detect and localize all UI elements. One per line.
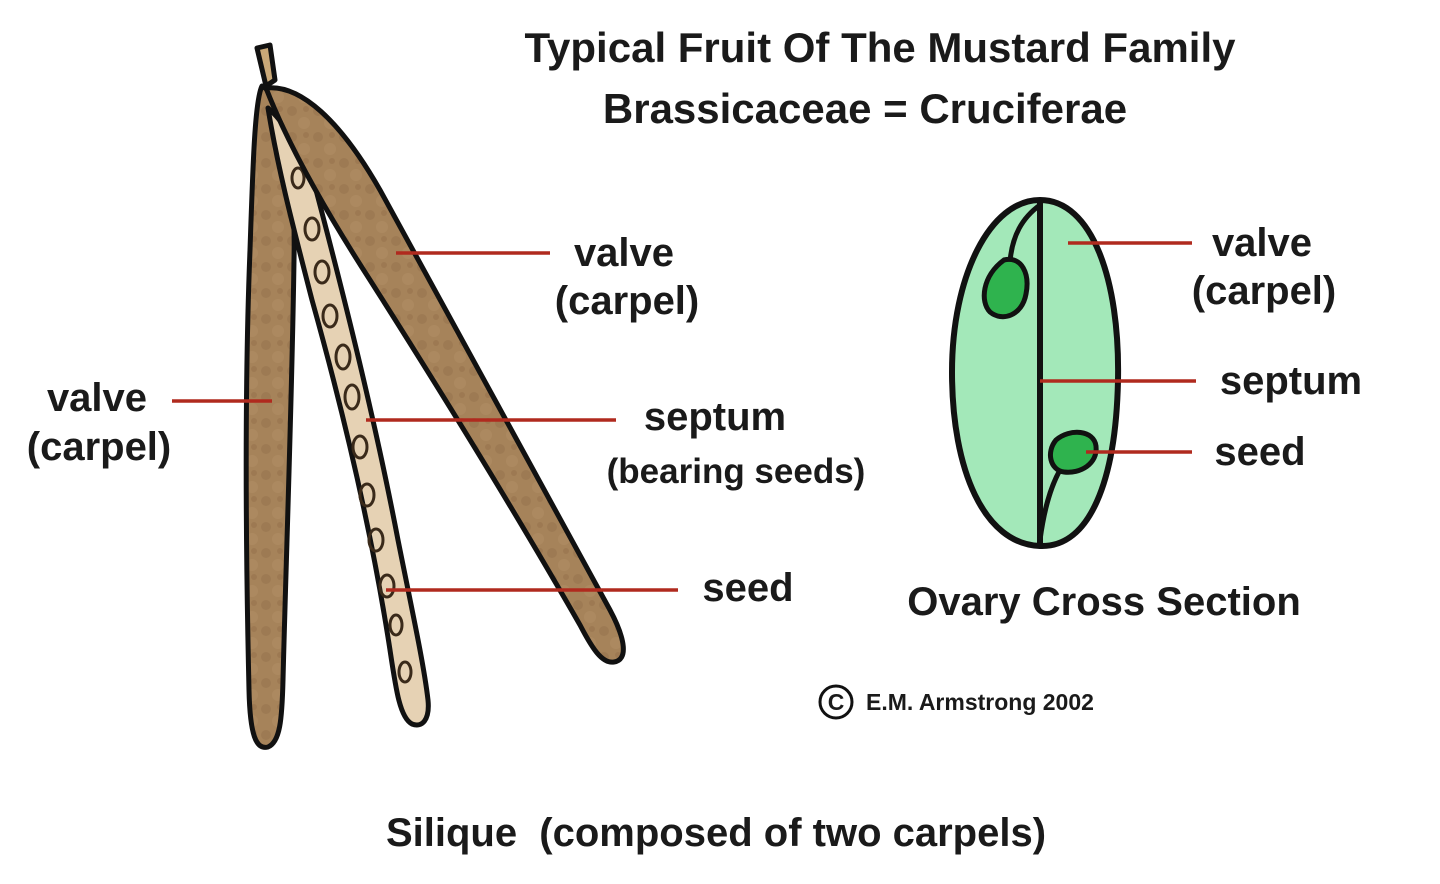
seed-mark	[388, 613, 404, 637]
seed-mark	[313, 259, 331, 285]
label-cs-seed: seed	[1214, 430, 1305, 474]
seed-mark	[303, 216, 321, 242]
ovary-cross-section	[948, 196, 1122, 550]
label-septum: septum	[644, 395, 786, 439]
seed-mark	[351, 434, 369, 460]
seed-mark	[397, 660, 413, 684]
copyright-symbol: C	[828, 689, 845, 715]
seed-mark	[367, 527, 385, 553]
seed-mark	[378, 573, 396, 599]
seed-mark	[321, 303, 339, 329]
silique-drawing	[243, 42, 626, 750]
label-cs-valve-sub: (carpel)	[1192, 269, 1337, 313]
silique-beak	[254, 42, 278, 89]
copyright-icon	[818, 684, 854, 720]
septum-seeds	[290, 166, 413, 684]
seed-mark	[334, 343, 352, 371]
septum-strip	[265, 105, 431, 728]
label-cs-septum: septum	[1220, 359, 1362, 403]
seed-mark	[290, 166, 306, 190]
label-valve-right-sub: (carpel)	[555, 279, 700, 323]
seed-mark	[358, 482, 376, 508]
label-valve-left: valve	[47, 376, 147, 420]
diagram-subtitle: Brassicaceae = Cruciferae	[603, 85, 1127, 132]
copyright-notice: C E.M. Armstrong 2002	[818, 684, 1094, 720]
label-valve-right: valve	[574, 231, 674, 275]
copyright-text: E.M. Armstrong 2002	[866, 689, 1094, 715]
upper-ovule	[981, 257, 1030, 319]
label-cs-valve: valve	[1212, 221, 1312, 265]
label-seed: seed	[702, 566, 793, 610]
label-valve-left-sub: (carpel)	[27, 425, 172, 469]
ovary-outline	[948, 196, 1122, 550]
right-valve	[263, 85, 626, 665]
silique-caption: Silique (composed of two carpels)	[386, 811, 1046, 855]
seed-mark	[343, 383, 361, 411]
lower-funiculus	[1037, 468, 1063, 541]
lower-ovule	[1047, 429, 1099, 475]
label-septum-sub: (bearing seeds)	[607, 452, 866, 491]
left-valve	[243, 83, 297, 750]
ovary-caption: Ovary Cross Section	[907, 580, 1301, 624]
upper-funiculus	[1007, 202, 1042, 263]
diagram-title: Typical Fruit Of The Mustard Family	[525, 24, 1237, 71]
